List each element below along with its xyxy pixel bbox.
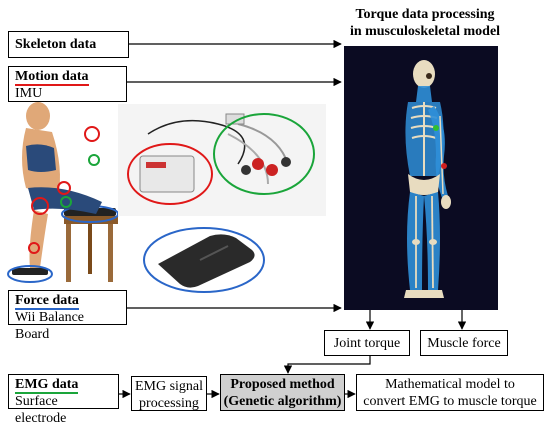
model-title-line1: Torque data processing <box>355 7 495 22</box>
math-model-line2: convert EMG to muscle torque <box>363 394 537 409</box>
force-data-box: Force data Wii Balance Board <box>8 290 127 342</box>
subject-on-chair-image <box>7 102 119 283</box>
skeleton-data-label: Skeleton data <box>15 37 97 52</box>
motion-data-sub: IMU <box>15 86 43 101</box>
balance-board-photo <box>140 224 268 296</box>
skeleton-figure-icon <box>404 60 451 298</box>
motion-data-heading: Motion data <box>15 69 89 86</box>
arrow-joint-torque-to-proposed <box>283 356 371 374</box>
emg-processing-line1: EMG signal <box>134 379 204 394</box>
math-model-line1: Mathematical model to <box>385 377 515 392</box>
model-title-line2: in musculoskeletal model <box>349 24 501 39</box>
emg-processing-box: EMG signal processing <box>131 376 207 411</box>
joint-torque-label: Joint torque <box>333 336 401 351</box>
emg-data-heading: EMG data <box>15 377 79 394</box>
skeleton-data-box: Skeleton data <box>8 31 129 58</box>
proposed-method-line2: (Genetic algorithm) <box>223 394 342 409</box>
muscle-force-box: Muscle force <box>420 330 508 356</box>
model-title: Torque data processing in musculoskeleta… <box>330 6 520 40</box>
emg-data-box: EMG data Surface electrode <box>8 374 119 426</box>
sensor-device-photo <box>118 104 326 216</box>
proposed-method-box: Proposed method (Genetic algorithm) <box>220 374 345 411</box>
joint-torque-box: Joint torque <box>324 330 410 356</box>
emg-processing-line2: processing <box>139 396 199 411</box>
motion-data-box: Motion data IMU <box>8 66 127 102</box>
proposed-method-line1: Proposed method <box>230 377 335 392</box>
emg-data-sub: Surface electrode <box>15 394 67 426</box>
muscle-force-label: Muscle force <box>427 336 501 351</box>
force-data-heading: Force data <box>15 293 79 310</box>
math-model-box: Mathematical model to convert EMG to mus… <box>356 374 544 411</box>
musculoskeletal-model-image <box>344 46 498 310</box>
force-data-sub: Wii Balance Board <box>15 310 85 342</box>
